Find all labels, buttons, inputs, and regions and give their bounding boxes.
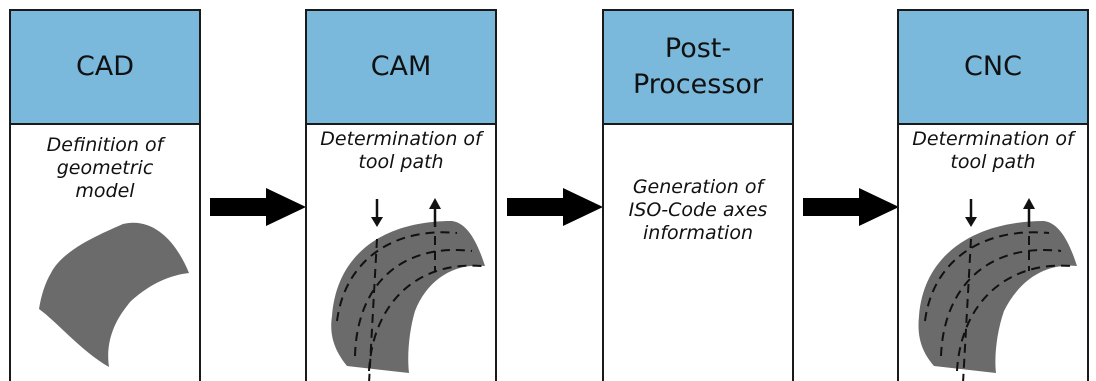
panel-header-cad: CAD [11, 11, 199, 125]
right-arrow-icon [507, 188, 603, 226]
panel-description-cad: Definition of geometric model [46, 134, 164, 202]
panel-title-cnc: CNC [964, 51, 1022, 82]
panel-cad: CAD Definition of geometric model [9, 9, 201, 381]
panel-description-cnc: Determination of tool path [912, 128, 1074, 173]
panel-header-cnc: CNC [899, 11, 1087, 125]
panel-post-processor: Post-Processor Generation of ISO-Code ax… [602, 9, 794, 381]
panel-title-post-processor: Post-Processor [632, 33, 764, 100]
down-arrow-icon [371, 199, 383, 227]
panel-cam: CAM Determination of tool path [305, 9, 497, 381]
surface-patch [39, 222, 189, 367]
tool-path-illustration [331, 198, 485, 381]
surface-patch [331, 221, 485, 373]
panel-title-cad: CAD [75, 51, 135, 82]
up-arrow-icon [429, 198, 441, 227]
right-arrow-icon [803, 188, 899, 226]
tool-path-illustration [918, 198, 1077, 381]
right-arrow-icon [210, 188, 306, 226]
panel-cnc: CNC Determination of tool path [897, 9, 1089, 381]
panel-description-post-processor: Generation of ISO-Code axes information [628, 176, 768, 244]
geometric-model-shape [39, 222, 189, 367]
down-arrow-icon [965, 199, 977, 227]
panel-header-cam: CAM [307, 11, 495, 125]
panel-description-cam: Determination of tool path [320, 128, 482, 173]
surface-patch [918, 221, 1077, 373]
panel-header-post-processor: Post-Processor [604, 11, 792, 125]
panel-title-cam: CAM [370, 51, 432, 82]
up-arrow-icon [1023, 198, 1035, 227]
